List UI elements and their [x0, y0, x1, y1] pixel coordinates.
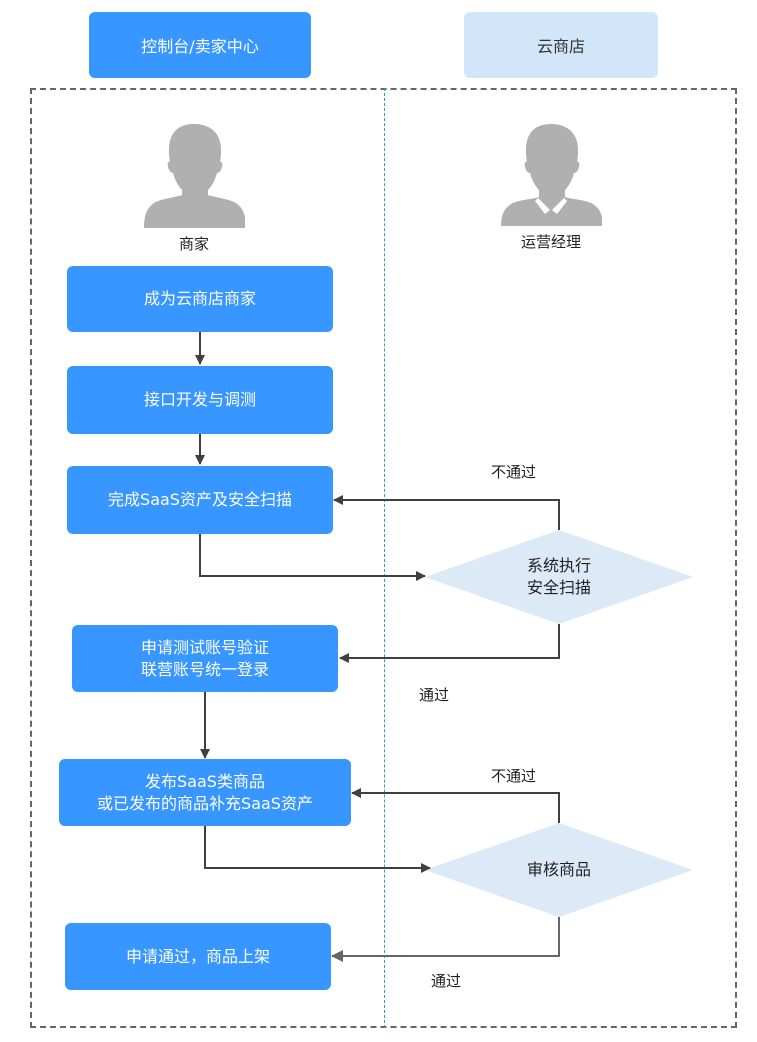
arrow-decision2-fail — [351, 788, 560, 823]
step-saas-asset-scan: 完成SaaS资产及安全扫描 — [67, 466, 333, 534]
step-publish-saas: 发布SaaS类商品 或已发布的商品补充SaaS资产 — [59, 759, 351, 826]
decision-review-text: 审核商品 — [489, 858, 629, 882]
arrow-step3-decision1 — [199, 534, 426, 581]
label-review-fail: 不通过 — [491, 767, 537, 785]
step-interface-dev: 接口开发与调测 — [67, 366, 333, 434]
decision-scan-text: 系统执行 安全扫描 — [489, 553, 629, 601]
swimlane-frame — [30, 88, 737, 1028]
step-saas-asset-scan-text: 完成SaaS资产及安全扫描 — [108, 490, 292, 509]
lane-header-cloud-store-label: 云商店 — [536, 37, 585, 56]
label-scan-pass: 通过 — [419, 686, 450, 704]
person-icon — [144, 124, 245, 228]
decision-scan-line2: 安全扫描 — [526, 578, 591, 597]
actor-merchant-label: 商家 — [178, 235, 209, 253]
actor-operator-label: 运营经理 — [520, 233, 581, 251]
arrow-decision1-pass — [339, 624, 560, 663]
arrow-step5-decision2 — [204, 826, 431, 873]
step-approved-listed: 申请通过，商品上架 — [65, 923, 331, 990]
decision-diamond-review — [425, 823, 693, 917]
step-test-account-line1: 申请测试账号验证 — [140, 637, 269, 657]
lane-header-cloud-store: 云商店 — [464, 12, 658, 78]
arrow-decision1-fail — [333, 495, 560, 530]
arrow-decision2-pass — [331, 917, 560, 962]
step-test-account: 申请测试账号验证 联营账号统一登录 — [72, 625, 338, 692]
lane-header-console: 控制台/卖家中心 — [89, 12, 311, 78]
decision-diamond-scan — [425, 530, 693, 624]
person-with-collar-icon — [501, 124, 602, 226]
decision-review-line1: 审核商品 — [526, 860, 591, 879]
step-approved-listed-text: 申请通过，商品上架 — [125, 946, 270, 966]
step-become-merchant-text: 成为云商店商家 — [143, 289, 256, 308]
label-review-pass: 通过 — [431, 972, 462, 990]
lane-divider — [384, 88, 385, 1028]
decision-scan-line1: 系统执行 — [526, 556, 591, 575]
step-become-merchant: 成为云商店商家 — [67, 266, 333, 332]
step-interface-dev-text: 接口开发与调测 — [143, 390, 256, 409]
step-publish-saas-line1: 发布SaaS类商品 — [145, 771, 265, 791]
label-scan-fail: 不通过 — [491, 463, 537, 481]
step-test-account-line2: 联营账号统一登录 — [140, 659, 269, 679]
step-publish-saas-line2: 或已发布的商品补充SaaS资产 — [97, 793, 313, 813]
lane-header-console-label: 控制台/卖家中心 — [141, 37, 259, 56]
